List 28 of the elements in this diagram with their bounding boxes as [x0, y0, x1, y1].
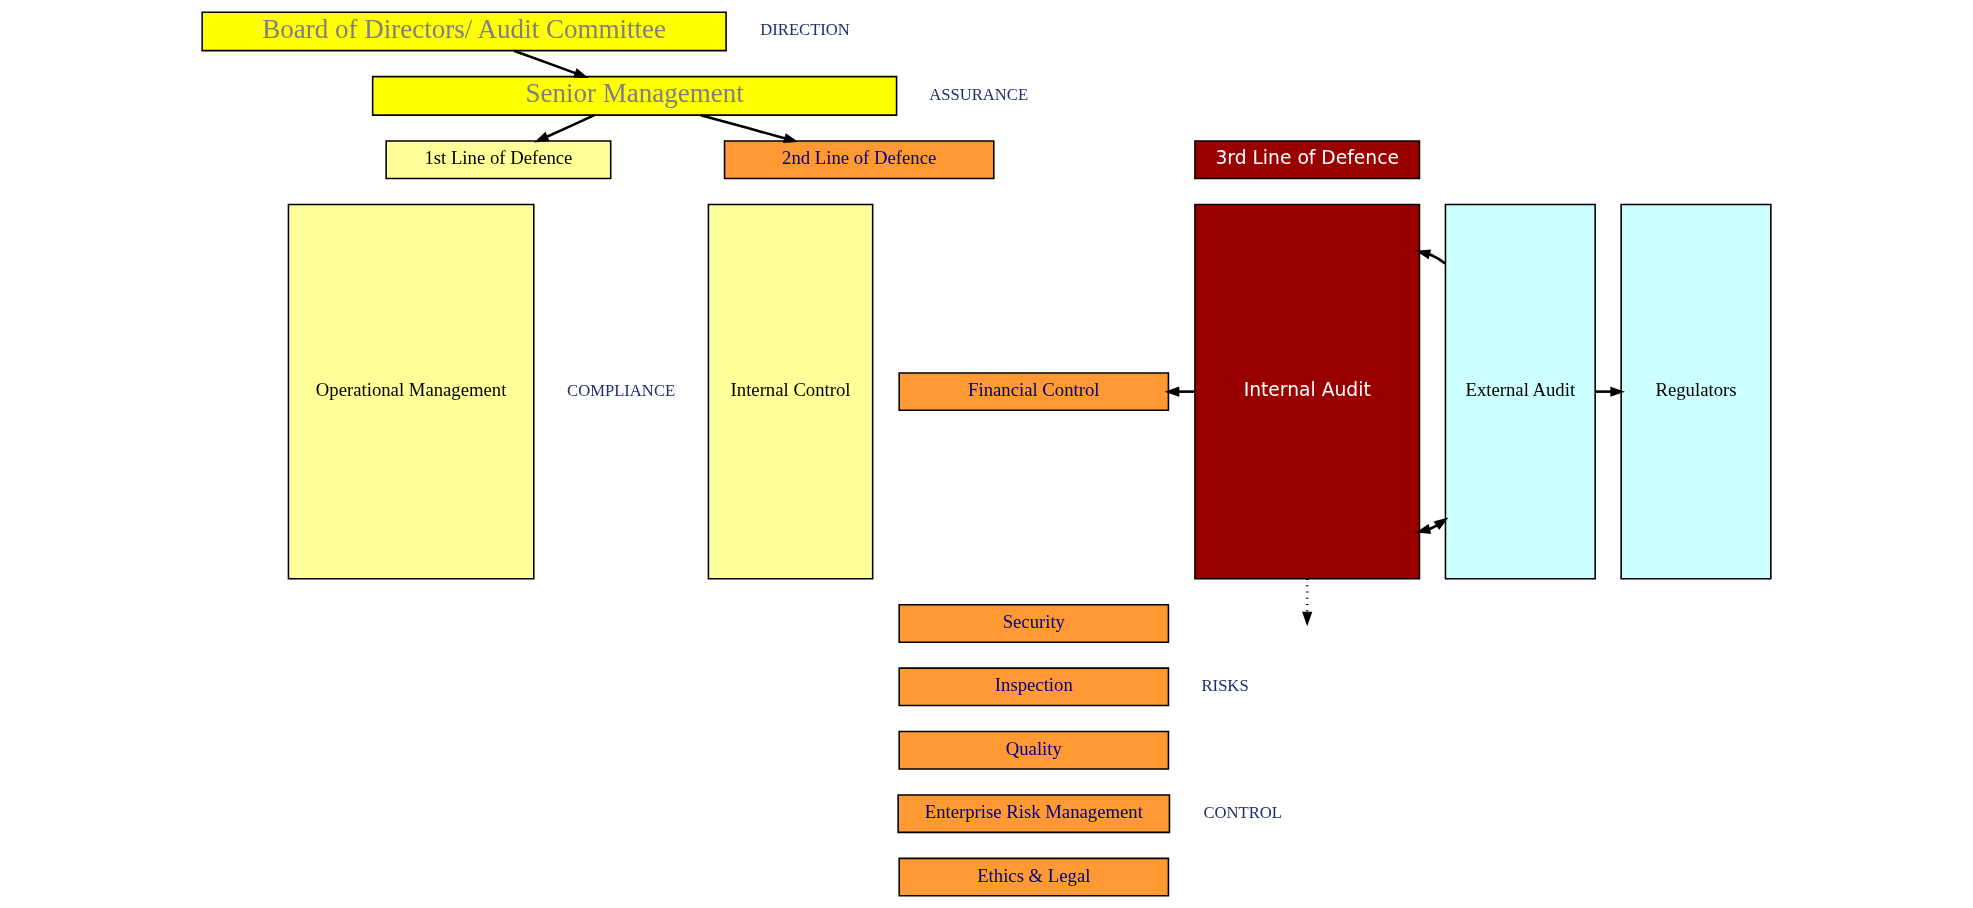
label: ASSURANCE — [929, 84, 1029, 104]
arrow — [1415, 249, 1446, 265]
node-box: Quality — [898, 730, 1170, 770]
node-box: Internal Control — [707, 203, 874, 580]
node-box: Financial Control — [898, 372, 1170, 412]
node-box: Ethics & Legal — [898, 857, 1170, 897]
node-box: Operational Management — [287, 203, 535, 580]
label: CONTROL — [1203, 802, 1283, 822]
node-box: 1st Line of Defence — [385, 140, 612, 180]
label: RISKS — [1201, 675, 1249, 695]
node-box: Regulators — [1620, 203, 1772, 580]
arrow — [700, 113, 799, 144]
node-box: External Audit — [1444, 203, 1596, 580]
arrow — [534, 113, 596, 143]
node-box: Senior Management — [371, 75, 898, 116]
label: DIRECTION — [760, 20, 850, 40]
arrow — [513, 49, 589, 78]
node-box: Enterprise Risk Management — [897, 794, 1171, 834]
arrow — [1595, 386, 1625, 397]
arrow — [1164, 386, 1195, 397]
node-box: 2nd Line of Defence — [723, 140, 995, 180]
node-box: Board of Directors/ Audit Committee — [201, 11, 727, 52]
arrow — [1302, 578, 1313, 627]
node-box: 3rd Line of Defence — [1194, 140, 1421, 180]
node-box: Inspection — [898, 667, 1170, 707]
node-box: Internal Audit — [1194, 203, 1421, 580]
node-box: Security — [898, 603, 1170, 643]
label: COMPLIANCE — [567, 380, 676, 400]
